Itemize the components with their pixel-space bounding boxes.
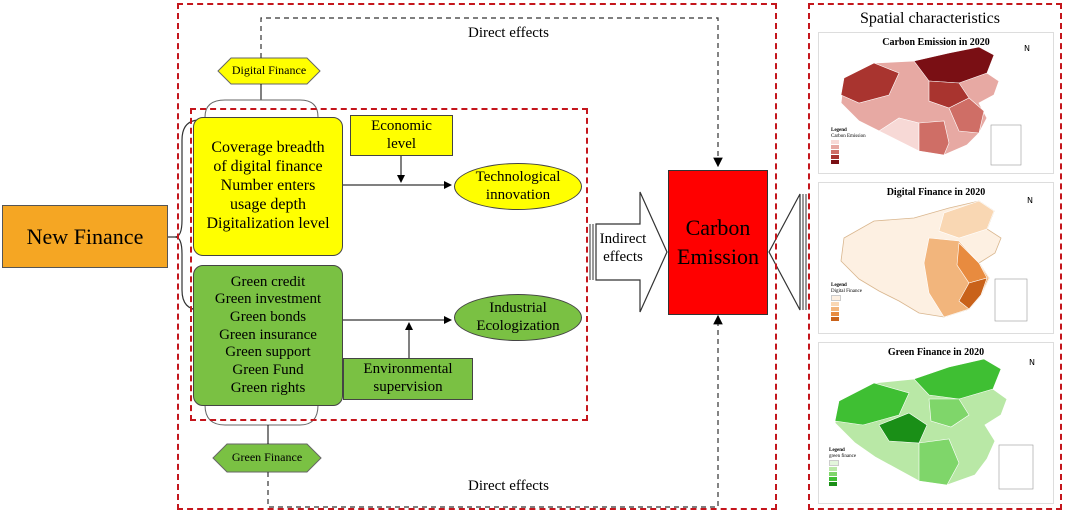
map-green-legend-title: Legend xyxy=(829,448,845,453)
map-green-finance: Green Finance in 2020 N Legend green fin… xyxy=(818,342,1054,504)
map-digital-title: Digital Finance in 2020 xyxy=(886,187,986,198)
digital-indicator-1: Coverage breadth xyxy=(211,139,325,157)
map-carbon-legend: Legend Carbon Emission xyxy=(831,128,866,164)
green-finance-hexagon xyxy=(212,443,322,473)
svg-text:N: N xyxy=(1029,358,1035,367)
map-carbon-legend-title: Legend xyxy=(831,128,847,133)
spatial-arrow xyxy=(768,193,801,311)
map-digital-legend: Legend Digital Finance xyxy=(831,283,862,321)
map-carbon-shape: N xyxy=(840,44,1030,166)
direct-effects-top-path xyxy=(260,17,723,168)
direct-effects-bottom-label: Direct effects xyxy=(468,478,549,494)
map-digital-shape: N xyxy=(840,196,1033,322)
map-digital-legend-sub: Digital Finance xyxy=(831,288,862,294)
svg-text:N: N xyxy=(1024,44,1030,53)
digital-finance-label: Digital Finance xyxy=(231,63,307,77)
economic-level-line1: Economic xyxy=(371,117,432,134)
industrial-ecologization-line1: Industrial xyxy=(489,299,547,316)
indirect-effects-line2: effects xyxy=(603,249,643,265)
spatial-frame xyxy=(808,3,1062,510)
green-indicator-6: Green Fund xyxy=(232,362,304,379)
svg-text:N: N xyxy=(1027,196,1033,205)
green-indicator-2: Green investment xyxy=(214,291,322,308)
carbon-emission-line1: Carbon xyxy=(685,214,751,240)
map-green-title: Green Finance in 2020 xyxy=(887,347,985,358)
spatial-characteristics-label: Spatial characteristics xyxy=(860,10,1000,27)
green-indicator-1: Green credit xyxy=(230,273,306,290)
economic-level-line2: level xyxy=(386,135,417,152)
carbon-emission-line2: Emission xyxy=(677,243,759,269)
environmental-supervision-line2: supervision xyxy=(373,379,443,395)
digital-indicators-box: Coverage breadth of digital finance Numb… xyxy=(193,117,343,256)
digital-finance-hexagon xyxy=(217,57,321,85)
brace-bracket xyxy=(174,119,201,311)
indirect-effects-line1: Indirect xyxy=(599,231,647,247)
green-finance-label: Green Finance xyxy=(231,450,303,464)
map-green-legend-sub: green finance xyxy=(829,453,857,459)
digital-indicator-4: usage depth xyxy=(230,195,306,213)
industrial-ecologization-node: Industrial Ecologization xyxy=(454,294,582,341)
map-digital-finance: Digital Finance in 2020 N Legend Digital… xyxy=(818,182,1054,334)
environmental-supervision-line1: Environmental xyxy=(363,361,453,378)
digital-indicator-5: Digitalization level xyxy=(206,214,330,232)
main-frame xyxy=(177,3,777,510)
map-digital-legend-title: Legend xyxy=(831,283,847,288)
direct-effects-top-label: Direct effects xyxy=(468,25,549,41)
map-carbon-emission: Carbon Emission in 2020 N Legend Carbon … xyxy=(818,32,1054,174)
green-indicator-5: Green support xyxy=(225,344,311,361)
technological-innovation-node: Technological innovation xyxy=(454,163,582,210)
mediator-frame xyxy=(190,108,588,421)
carbon-emission-box: Carbon Emission xyxy=(668,170,768,315)
green-indicator-3: Green bonds xyxy=(229,308,307,325)
technological-innovation-line2: innovation xyxy=(485,186,551,203)
digital-indicator-2: of digital finance xyxy=(213,158,323,176)
industrial-ecologization-line2: Ecologization xyxy=(476,317,560,334)
green-indicator-7: Green rights xyxy=(230,379,306,396)
map-green-legend: Legend green finance xyxy=(829,448,856,486)
green-indicators-box: Green credit Green investment Green bond… xyxy=(193,265,343,406)
map-green-shape: N xyxy=(834,358,1035,490)
technological-innovation-line1: Technological xyxy=(475,168,561,185)
map-carbon-title: Carbon Emission in 2020 xyxy=(882,37,990,48)
new-finance-label: New Finance xyxy=(26,223,144,249)
green-indicator-4: Green insurance xyxy=(219,326,317,343)
indirect-effects-arrow xyxy=(595,191,668,313)
digital-indicator-3: Number enters xyxy=(220,177,316,195)
direct-effects-bottom-path xyxy=(267,314,723,508)
new-finance-box: New Finance xyxy=(2,205,168,268)
map-carbon-legend-sub: Carbon Emission xyxy=(831,133,866,139)
economic-level-box: Economic level xyxy=(350,115,453,156)
environmental-supervision-box: Environmental supervision xyxy=(343,358,473,400)
indirect-effects-label: Indirect effects xyxy=(597,230,649,266)
